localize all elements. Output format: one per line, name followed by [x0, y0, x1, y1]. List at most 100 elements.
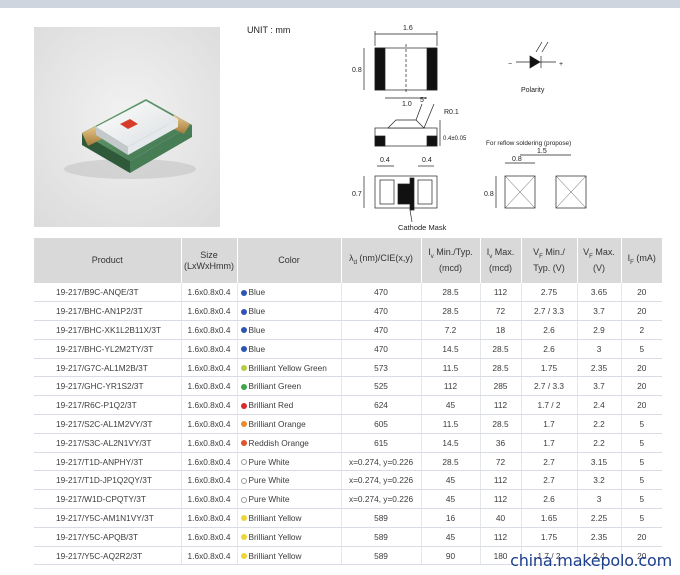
color-label: Brilliant Yellow Green — [248, 362, 327, 373]
product-photo — [34, 27, 220, 227]
cell-vf-typ: 1.65 — [521, 508, 578, 528]
cell-wavelength: 470 — [341, 320, 422, 340]
cell-iv-max: 28.5 — [480, 414, 522, 434]
cell-iv-min: 28.5 — [421, 452, 481, 472]
cell-vf-max: 3.2 — [577, 470, 622, 491]
cell-if: 20 — [621, 376, 662, 397]
polarity-plus: + — [559, 61, 563, 68]
cell-vf-typ: 2.6 — [521, 339, 578, 359]
cell-size: 1.6x0.8x0.4 — [181, 527, 238, 547]
cell-iv-max: 285 — [480, 376, 522, 397]
cell-color: Brilliant Yellow — [237, 508, 342, 528]
dim-top-width: 1.6 — [403, 25, 413, 32]
dim-side-angle: 5° — [420, 96, 427, 104]
color-dot-icon — [240, 534, 247, 541]
cell-product: 19-217/T1D-ANPHY/3T — [34, 452, 182, 472]
cell-size: 1.6x0.8x0.4 — [181, 433, 238, 453]
cell-iv-max: 112 — [480, 283, 522, 303]
header-product: Product — [34, 238, 182, 283]
cell-color: Blue — [237, 339, 342, 359]
cell-vf-typ: 1.7 — [521, 433, 578, 453]
cell-iv-max: 72 — [480, 301, 522, 322]
dim-reflow-pad: 0.8 — [512, 156, 522, 163]
cell-if: 20 — [621, 527, 662, 547]
color-label: Pure White — [248, 494, 290, 505]
cell-color: Pure White — [237, 452, 342, 472]
dim-top-inner: 1.0 — [402, 101, 412, 108]
color-label: Blue — [248, 306, 266, 317]
cell-iv-max: 28.5 — [480, 339, 522, 359]
cell-vf-max: 3.7 — [577, 376, 622, 397]
dim-reflow-pitch: 1.5 — [537, 148, 547, 155]
header-color: Color — [237, 238, 342, 283]
color-dot-icon — [240, 346, 247, 353]
cell-product: 19-217/R6C-P1Q2/3T — [34, 395, 182, 416]
dimension-drawing: 1.6 0.8 1.0 5° R0.1 0.4±0.05 0.4 0.4 0.7… — [352, 25, 587, 232]
cell-vf-typ: 2.75 — [521, 283, 578, 303]
cell-product: 19-217/S2C-AL1M2VY/3T — [34, 414, 182, 434]
cell-vf-max: 3.15 — [577, 452, 622, 472]
color-label: Brilliant Yellow — [248, 512, 302, 523]
cell-product: 19-217/S3C-AL2N1VY/3T — [34, 433, 182, 453]
cell-vf-typ: 2.7 / 3.3 — [521, 301, 578, 322]
cell-vf-typ: 1.7 / 2 — [521, 395, 578, 416]
cell-size: 1.6x0.8x0.4 — [181, 414, 238, 434]
cell-iv-min: 14.5 — [421, 433, 481, 453]
cell-vf-max: 2.4 — [577, 395, 622, 416]
cell-wavelength: x=0.274, y=0.226 — [341, 470, 422, 491]
cell-size: 1.6x0.8x0.4 — [181, 320, 238, 340]
cell-product: 19-217/G7C-AL1M2B/3T — [34, 358, 182, 378]
cell-wavelength: 470 — [341, 301, 422, 322]
cell-iv-min: 28.5 — [421, 283, 481, 303]
cell-vf-typ: 2.6 — [521, 489, 578, 510]
watermark: china.makepolo.com — [510, 551, 672, 570]
cell-iv-min: 90 — [421, 546, 481, 566]
color-dot-icon — [240, 459, 247, 466]
cell-vf-max: 2.4 — [577, 546, 622, 566]
cell-iv-min: 14.5 — [421, 339, 481, 359]
cell-product: 19-217/Y5C-AQ2R2/3T — [34, 546, 182, 566]
cell-color: Brilliant Yellow Green — [237, 358, 342, 378]
color-label: Brilliant Orange — [248, 418, 306, 429]
cell-vf-max: 3.7 — [577, 301, 622, 322]
color-dot-icon — [240, 383, 247, 390]
cell-if: 20 — [621, 283, 662, 303]
cell-product: 19-217/W1D-CPQTY/3T — [34, 489, 182, 510]
cell-iv-min: 45 — [421, 395, 481, 416]
color-label: Reddish Orange — [248, 437, 309, 448]
color-dot-icon — [240, 477, 247, 484]
cell-vf-typ: 1.7 — [521, 414, 578, 434]
color-label: Brilliant Yellow — [248, 550, 302, 561]
cell-color: Brilliant Yellow — [237, 546, 342, 566]
color-dot-icon — [240, 440, 247, 447]
cell-iv-max: 72 — [480, 452, 522, 472]
color-dot-icon — [240, 421, 247, 428]
cell-if: 5 — [621, 508, 662, 528]
cell-if: 20 — [621, 546, 662, 566]
cell-wavelength: 470 — [341, 283, 422, 303]
header-vf-max: VF Max.(V) — [577, 238, 622, 283]
cell-vf-typ: 2.7 — [521, 470, 578, 491]
cell-color: Pure White — [237, 470, 342, 491]
table-header-row: Product Size(LxWxHmm) Color λd (nm)/CIE(… — [34, 238, 662, 283]
color-label: Blue — [248, 324, 266, 335]
cell-wavelength: 605 — [341, 414, 422, 434]
header-size: Size(LxWxHmm) — [181, 238, 238, 283]
cell-if: 5 — [621, 433, 662, 453]
polarity-label: Polarity — [521, 87, 545, 94]
cell-color: Pure White — [237, 489, 342, 510]
cell-if: 20 — [621, 358, 662, 378]
cell-iv-min: 28.5 — [421, 301, 481, 322]
cell-if: 5 — [621, 414, 662, 434]
reflow-title: For reflow soldering (propose) — [486, 140, 571, 147]
dim-bottom-pad-left: 0.4 — [380, 157, 390, 164]
cell-size: 1.6x0.8x0.4 — [181, 395, 238, 416]
cell-wavelength: 589 — [341, 546, 422, 566]
cell-if: 5 — [621, 489, 662, 510]
